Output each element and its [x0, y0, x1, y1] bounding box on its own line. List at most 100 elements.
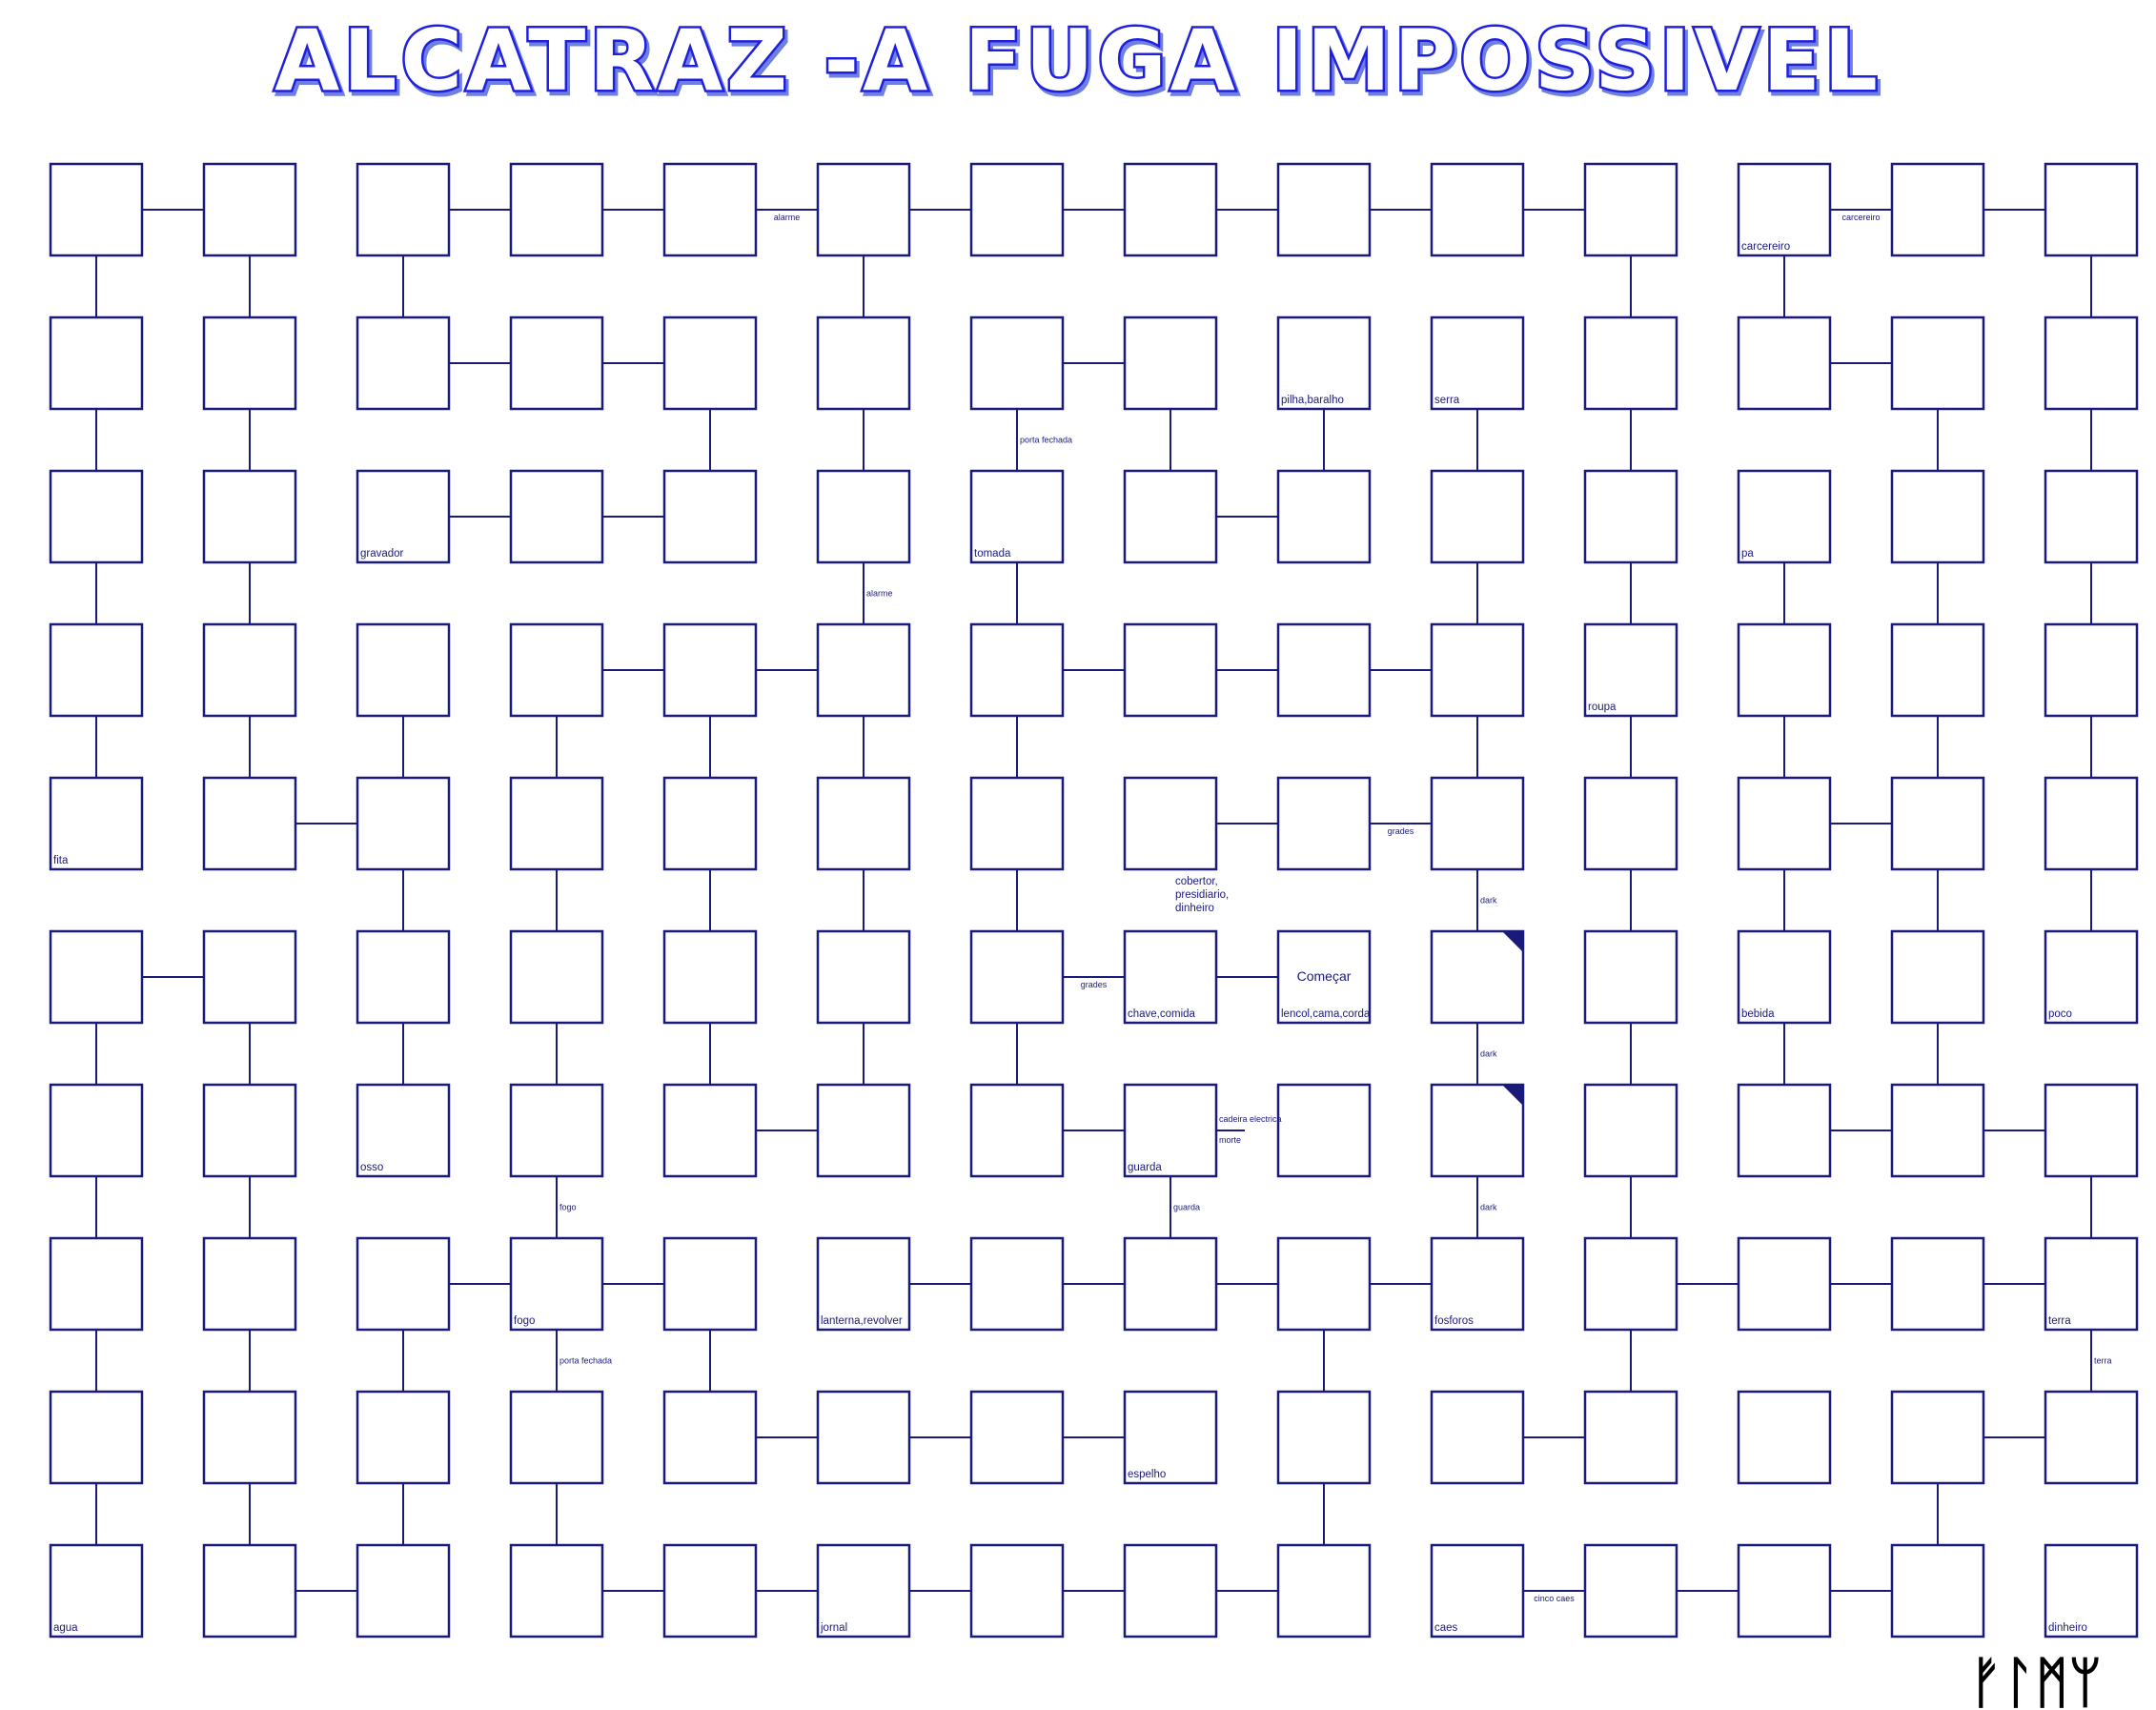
link-label: porta fechada — [559, 1356, 612, 1366]
maze-cell — [969, 1236, 1065, 1332]
cell-box — [1123, 1543, 1218, 1639]
cell-box — [509, 776, 604, 871]
cell-box — [1737, 1543, 1832, 1639]
maze-cell — [509, 1390, 604, 1485]
cell-box — [969, 1543, 1065, 1639]
maze-cell — [1276, 1390, 1372, 1485]
maze-cell — [49, 1083, 144, 1178]
cell-box — [49, 162, 144, 257]
maze-cell — [2044, 776, 2139, 871]
maze-cell — [509, 622, 604, 718]
link-label: porta fechada — [1020, 436, 1072, 445]
maze-cell — [509, 469, 604, 564]
maze-cell — [1123, 776, 1218, 871]
cell-box — [356, 162, 451, 257]
maze-cell — [1430, 1543, 1525, 1639]
cell-box — [816, 929, 911, 1025]
cell-box — [1123, 1390, 1218, 1485]
maze-cell — [662, 776, 758, 871]
cell-box — [1430, 929, 1525, 1025]
cell-box — [509, 316, 604, 411]
cell-label: espelho — [1128, 1469, 1166, 1480]
cell-label: lanterna,revolver — [821, 1315, 903, 1327]
dark-corner-mark — [1502, 1085, 1523, 1106]
maze-cell — [1890, 776, 1985, 871]
maze-cell — [49, 162, 144, 257]
cell-label: fita — [53, 855, 69, 866]
maze-cell — [356, 162, 451, 257]
cell-box — [1123, 776, 1218, 871]
maze-cell — [356, 469, 451, 564]
cell-box — [969, 776, 1065, 871]
cell-box — [1276, 1236, 1372, 1332]
cell-box — [356, 929, 451, 1025]
maze-cell — [1583, 776, 1678, 871]
maze-cell — [1583, 1083, 1678, 1178]
cell-box — [969, 622, 1065, 718]
maze-cell — [816, 1236, 911, 1332]
maze-cell — [1276, 1083, 1372, 1178]
maze-cell — [969, 1083, 1065, 1178]
cell-box — [2044, 162, 2139, 257]
cell-box — [202, 1543, 297, 1639]
cell-box — [356, 1236, 451, 1332]
cell-box — [509, 1236, 604, 1332]
maze-cell — [509, 1236, 604, 1332]
cell-box — [969, 1390, 1065, 1485]
cell-box — [49, 1083, 144, 1178]
maze-cell — [2044, 1543, 2139, 1639]
cell-box — [1583, 1390, 1678, 1485]
maze-cell — [2044, 929, 2139, 1025]
maze-cell — [1737, 1083, 1832, 1178]
maze-cell — [969, 162, 1065, 257]
cell-box — [509, 1390, 604, 1485]
dark-corner-mark — [1502, 931, 1523, 952]
maze-cell — [1737, 1543, 1832, 1639]
cell-box — [969, 162, 1065, 257]
cell-box — [1430, 162, 1525, 257]
cell-box — [1890, 929, 1985, 1025]
maze-cell — [202, 622, 297, 718]
cell-box — [202, 1236, 297, 1332]
cell-box — [1276, 622, 1372, 718]
cell-box — [509, 162, 604, 257]
cell-box — [1430, 1083, 1525, 1178]
maze-cell — [202, 776, 297, 871]
cell-box — [662, 622, 758, 718]
cell-label: pa — [1741, 548, 1754, 560]
maze-cell — [816, 162, 911, 257]
cell-box — [509, 1543, 604, 1639]
maze-cell — [662, 162, 758, 257]
maze-cell — [1737, 162, 1832, 257]
cell-box — [202, 162, 297, 257]
maze-cell — [1430, 316, 1525, 411]
maze-cell — [1430, 162, 1525, 257]
cell-box — [1890, 1543, 1985, 1639]
maze-cell — [1890, 1543, 1985, 1639]
maze-cell — [969, 469, 1065, 564]
cell-label: osso — [360, 1162, 383, 1173]
maze-cell — [969, 1543, 1065, 1639]
maze-cell — [509, 316, 604, 411]
cell-box — [2044, 469, 2139, 564]
maze-cell — [816, 776, 911, 871]
maze-cell — [1123, 1543, 1218, 1639]
cell-box — [1123, 316, 1218, 411]
maze-cell — [1430, 469, 1525, 564]
cell-box — [816, 776, 911, 871]
cell-box — [509, 929, 604, 1025]
maze-cell — [1123, 162, 1218, 257]
cell-box — [1276, 776, 1372, 871]
cell-label: caes — [1434, 1622, 1458, 1634]
maze-cell — [1276, 1543, 1372, 1639]
cell-box — [969, 1083, 1065, 1178]
maze-cell — [1890, 316, 1985, 411]
maze-cell — [662, 316, 758, 411]
cell-box — [816, 1390, 911, 1485]
maze-cell — [1890, 469, 1985, 564]
link-label: terra — [2094, 1356, 2112, 1366]
maze-cell — [1430, 1083, 1525, 1178]
maze-cell — [1737, 469, 1832, 564]
maze-cell — [662, 1390, 758, 1485]
cell-box — [969, 1236, 1065, 1332]
